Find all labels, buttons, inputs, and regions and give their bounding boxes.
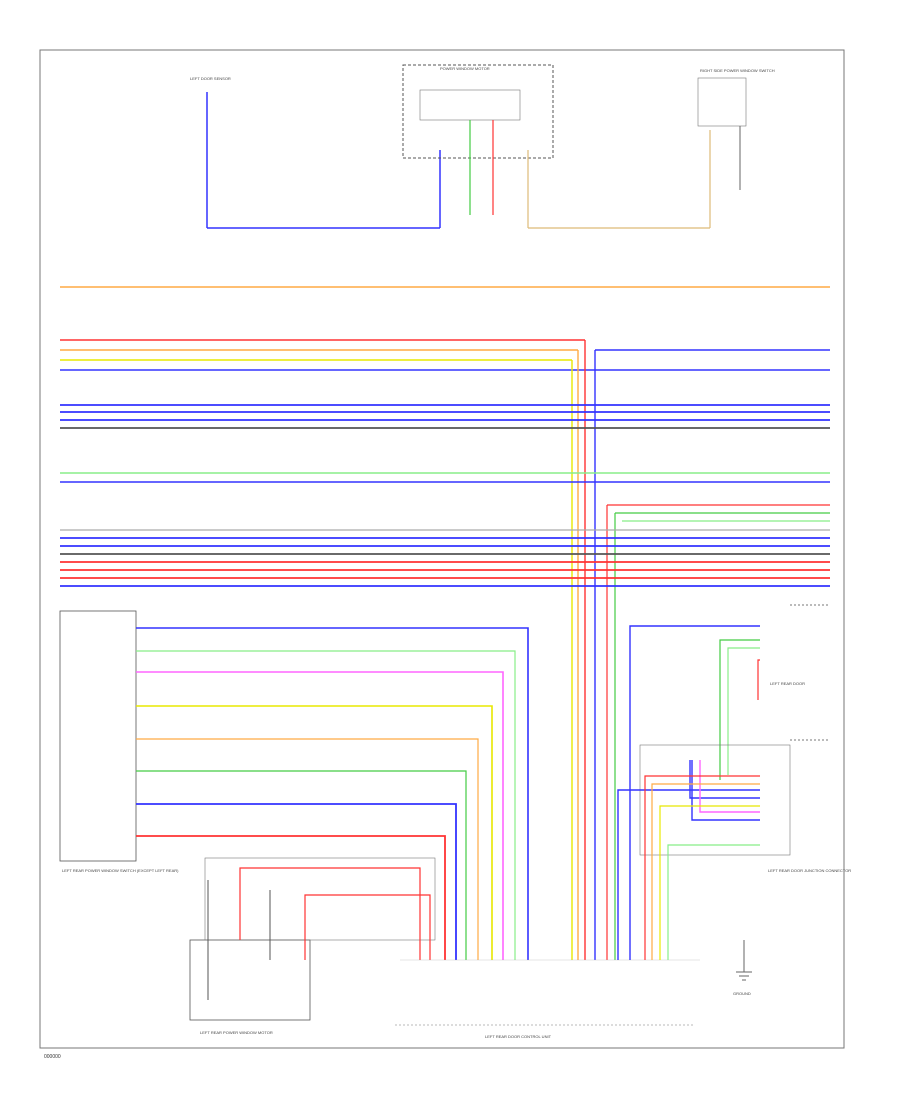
top-left-sensor-label: LEFT DOOR SENSOR xyxy=(190,76,231,81)
rr-bottom-label: LEFT REAR DOOR JUNCTION CONNECTOR xyxy=(768,868,851,873)
lower-motor-label: LEFT REAR POWER WINDOW MOTOR xyxy=(200,1030,273,1035)
left-switch-assembly: LEFT REAR POWER WINDOW SWITCH (EXCEPT LE… xyxy=(59,610,179,873)
diagram-border xyxy=(39,49,845,1049)
ground-label: GROUND xyxy=(733,991,751,996)
top-center-module: POWER WINDOW MOTOR xyxy=(402,64,711,229)
rr-top-label: LEFT REAR DOOR xyxy=(770,681,805,686)
left-switch-label: LEFT REAR POWER WINDOW SWITCH (EXCEPT LE… xyxy=(62,868,179,873)
bus-group-1 xyxy=(60,339,830,960)
bus-group-3 xyxy=(60,472,830,483)
top-center-module-label: POWER WINDOW MOTOR xyxy=(440,66,490,71)
top-right-control: RIGHT SIDE POWER WINDOW SWITCH xyxy=(697,68,775,190)
top-center-box xyxy=(402,64,554,159)
page-code: 000000 xyxy=(44,1054,61,1060)
bus-group-4 xyxy=(60,504,830,960)
ground-symbol: GROUND xyxy=(733,940,752,996)
main-module: LEFT REAR DOOR CONTROL UNIT xyxy=(395,959,700,1039)
top-left-sensor: LEFT DOOR SENSOR xyxy=(190,76,441,229)
top-right-control-label: RIGHT SIDE POWER WINDOW SWITCH xyxy=(700,68,775,73)
rr-top-block: LEFT REAR DOOR xyxy=(629,604,830,960)
rr-bottom-block: LEFT REAR DOOR JUNCTION CONNECTOR xyxy=(617,739,851,960)
main-module-label: LEFT REAR DOOR CONTROL UNIT xyxy=(485,1034,552,1039)
bus-group-2 xyxy=(60,404,830,429)
left-switch-wires xyxy=(136,627,529,960)
lower-motor: LEFT REAR POWER WINDOW MOTOR xyxy=(189,857,436,1035)
